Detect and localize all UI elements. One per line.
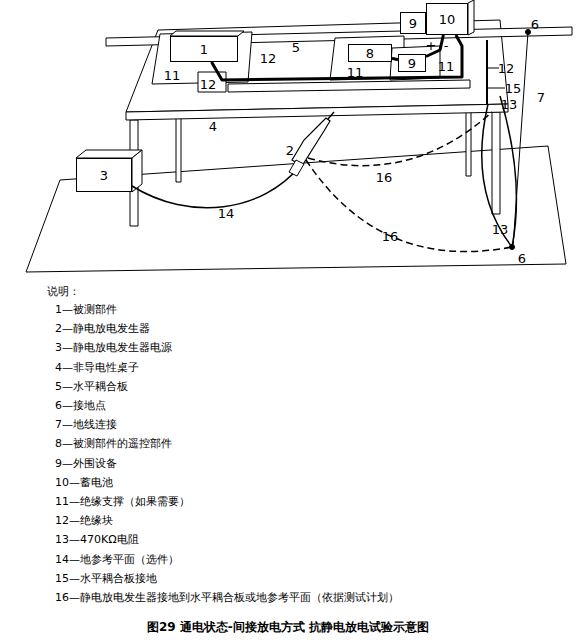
callout-number: 13 xyxy=(501,98,518,111)
cable xyxy=(426,35,443,57)
callout-number: 6 xyxy=(518,252,526,265)
box-top-face xyxy=(76,150,142,158)
component-box: 8 xyxy=(348,44,392,62)
ground-reference-plane xyxy=(26,146,566,272)
legend-note: 14—地参考平面（选件） xyxy=(55,554,179,565)
component-box: 3 xyxy=(76,158,132,192)
callout-number: 14 xyxy=(218,207,235,220)
insulating-block xyxy=(198,72,226,92)
legend-note: 12—绝缘块 xyxy=(55,515,113,526)
callout-number: + xyxy=(426,39,437,52)
callout-number: 4 xyxy=(209,120,217,133)
legend-note: 说明： xyxy=(47,286,80,297)
box-side-face xyxy=(132,150,142,192)
callout-number: 12 xyxy=(260,52,277,65)
table-leg xyxy=(176,118,181,182)
table-leg xyxy=(466,110,471,176)
callout-number: - xyxy=(444,39,449,52)
generator-cable xyxy=(132,166,300,208)
table-leg xyxy=(492,112,500,214)
callout-number: 12 xyxy=(498,62,515,75)
callout-number: 8 xyxy=(366,47,374,60)
legend-note: 7—地线连接 xyxy=(55,419,117,430)
legend-note: 2—静电放电发生器 xyxy=(55,323,150,334)
callout-number: 11 xyxy=(438,60,455,73)
callout-number: 12 xyxy=(200,78,217,91)
legend-note: 13—470KΩ电阻 xyxy=(55,534,139,545)
component-box: 9 xyxy=(398,54,426,72)
callout-number: 6 xyxy=(531,18,539,31)
legend-note: 10—蓄电池 xyxy=(55,477,113,488)
legend-note: 11—绝缘支撑（如果需要） xyxy=(55,496,190,507)
esd-gun xyxy=(292,118,330,166)
legend-note: 9—外围设备 xyxy=(55,458,117,469)
esd-gun-handle xyxy=(289,160,304,176)
callout-number: 3 xyxy=(100,169,108,182)
legend-note: 5—水平耦合板 xyxy=(55,381,128,392)
callout-number: 11 xyxy=(164,69,181,82)
callout-number: 16 xyxy=(382,230,399,243)
cable xyxy=(212,35,462,80)
legend-note: 4—非导电性桌子 xyxy=(55,362,139,373)
table-front-face xyxy=(126,104,508,120)
esd-gun-tip xyxy=(328,112,334,119)
legend-note: 16—静电放电发生器接地到水平耦合板或地参考平面（依据测试计划） xyxy=(55,592,399,603)
callout-number: 10 xyxy=(439,13,456,26)
callout-number: 7 xyxy=(537,91,545,104)
callout-number: 15 xyxy=(505,82,522,95)
callout-number: 9 xyxy=(408,57,416,70)
generator-ground-cable xyxy=(308,112,492,166)
legend-note: 1—被测部件 xyxy=(55,304,117,315)
callout-number: 13 xyxy=(492,223,509,236)
callout-number: 16 xyxy=(376,171,393,184)
legend-note: 6—接地点 xyxy=(55,400,106,411)
callout-number: 5 xyxy=(292,41,300,54)
legend-note: 3—静电放电发生器电源 xyxy=(55,342,172,353)
leader-line xyxy=(488,68,499,69)
component-box: 10 xyxy=(426,3,468,35)
ground-strap xyxy=(486,40,488,104)
component-box: 1 xyxy=(170,36,238,62)
generator-ground-cable xyxy=(306,160,512,252)
insulating-block xyxy=(228,80,470,92)
legend-note: 15—水平耦合板接地 xyxy=(55,573,157,584)
callout-number: 9 xyxy=(409,17,417,30)
figure-caption: 图29 通电状态-间接放电方式 抗静电放电试验示意图 xyxy=(147,621,429,633)
ground-point xyxy=(526,30,531,35)
box-side-face xyxy=(468,0,474,35)
callout-number: 2 xyxy=(286,144,294,157)
component-box: 9 xyxy=(400,12,426,34)
callout-number: 11 xyxy=(347,66,364,79)
callout-number: 1 xyxy=(200,43,208,56)
legend-note: 8—被测部件的遥控部件 xyxy=(55,438,172,449)
leader-line xyxy=(488,88,505,89)
